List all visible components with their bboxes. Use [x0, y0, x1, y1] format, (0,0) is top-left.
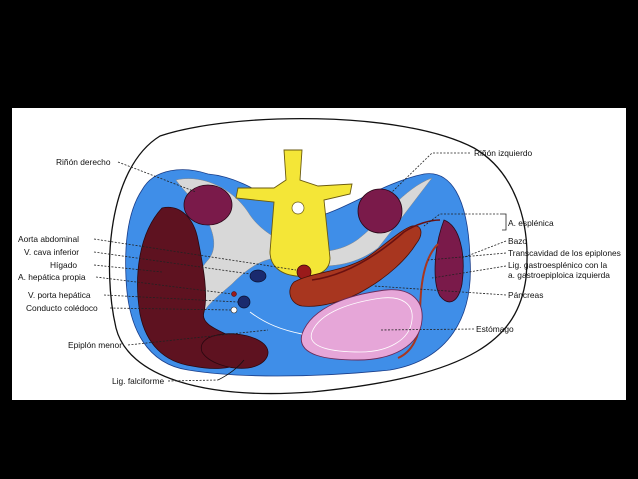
label-arteria-esplenica: A. esplénica: [508, 218, 554, 228]
label-transcavidad-epiplones: Transcavidad de los epiplones: [508, 248, 621, 258]
bile-duct: [230, 306, 238, 314]
label-vena-cava-inferior: V. cava inferior: [24, 247, 79, 257]
label-bazo: Bazo: [508, 236, 527, 246]
label-arteria-hepatica-propia: A. hepática propia: [18, 272, 86, 282]
left-kidney: [357, 188, 403, 234]
label-estomago: Estómago: [476, 324, 514, 334]
hepatic-artery: [231, 291, 237, 297]
diagram-panel: Riñón derecho Aorta abdominal V. cava in…: [12, 108, 626, 400]
vertebral-canal: [291, 201, 305, 215]
label-rinon-derecho: Riñón derecho: [56, 157, 111, 167]
label-lig-gastroesplenico-1: Lig. gastroesplénico con la: [508, 260, 608, 270]
label-pancreas: Páncreas: [508, 290, 543, 300]
label-higado: Hígado: [50, 260, 77, 270]
inferior-vena-cava: [249, 269, 267, 283]
label-vena-porta-hepatica: V. porta hepática: [28, 290, 91, 300]
label-conducto-coledoco: Conducto colédoco: [26, 303, 98, 313]
portal-vein: [237, 295, 251, 309]
stomach-inner-outline: [310, 297, 413, 353]
label-aorta-abdominal: Aorta abdominal: [18, 234, 79, 244]
stomach: [300, 289, 423, 361]
falciform-ligament: [217, 359, 245, 381]
lesser-omentum: [249, 311, 303, 335]
label-ligamento-falciforme: Lig. falciforme: [112, 376, 164, 386]
liver-lower-lobe: [200, 333, 269, 369]
right-kidney: [183, 184, 233, 226]
abdominal-cross-section-diagram: Riñón derecho Aorta abdominal V. cava in…: [18, 117, 621, 395]
label-rinon-izquierdo: Riñón izquierdo: [474, 148, 533, 158]
vertebra: [235, 149, 353, 277]
splenic-artery-line: [311, 219, 441, 281]
label-lig-gastroesplenico-2: a. gastroepiploica izquierda: [508, 270, 610, 280]
spleen: [434, 219, 464, 303]
label-epiplon-menor: Epiplón menor: [68, 340, 122, 350]
